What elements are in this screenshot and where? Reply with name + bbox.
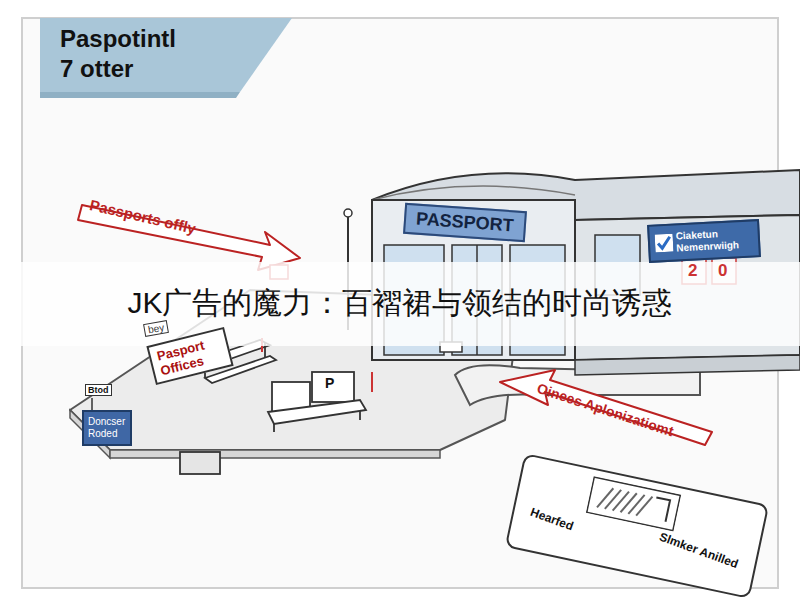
blue-sign: Doncser Roded <box>82 410 132 446</box>
check-icon <box>655 234 674 253</box>
node-text: Ciaketun Nemenrwiigh <box>675 227 752 255</box>
check-sign: Ciaketun Nemenrwiigh <box>647 219 761 263</box>
counter-digit: 0 <box>718 261 727 281</box>
node-text: Slmker Anilled <box>657 530 740 572</box>
node-text: Hearfed <box>529 505 576 533</box>
watermark: JK广告的魔力：百褶裙与领结的时尚诱惑 <box>0 283 800 324</box>
node-text: Doncser Roded <box>88 416 126 440</box>
sign-picture <box>586 476 682 532</box>
title-text: Paspotintl 7 otter <box>60 24 185 84</box>
bench-letter: P <box>325 375 334 391</box>
small-sign: Btod <box>85 384 112 396</box>
counter-digit: 2 <box>688 261 697 281</box>
node-text: PASSPORT <box>415 209 514 237</box>
